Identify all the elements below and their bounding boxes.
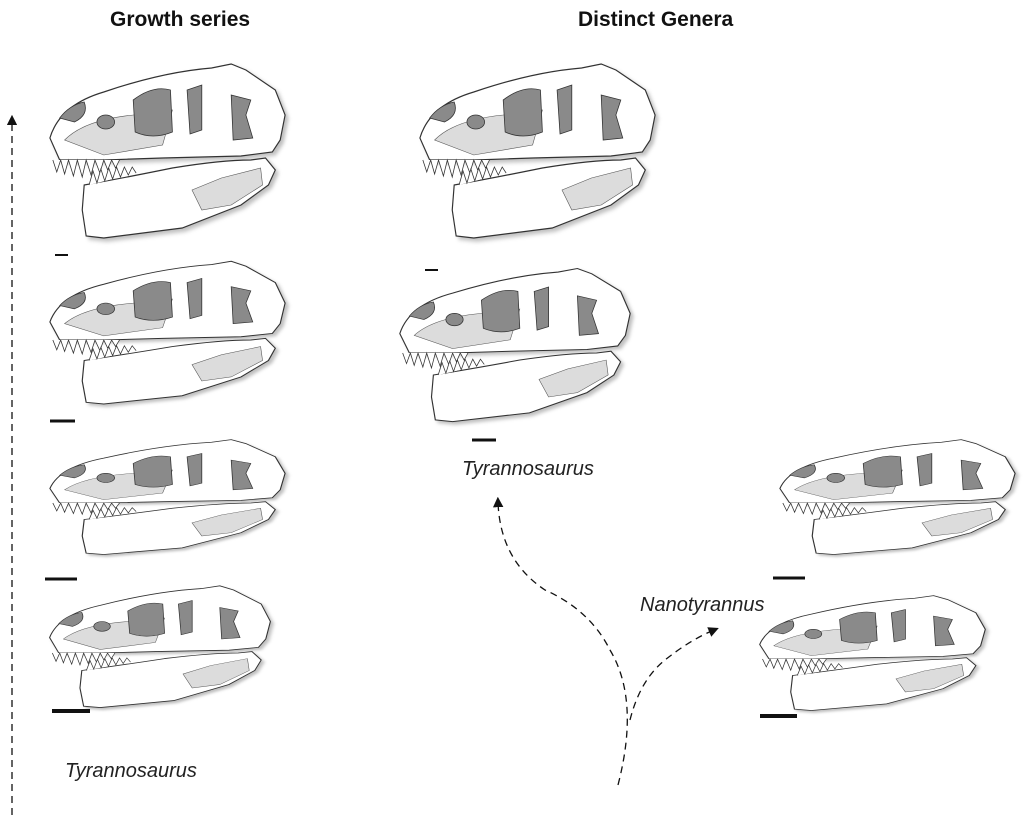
skull-growth-juvenile [50, 440, 285, 555]
skull-tyrannosaurus-adult [420, 64, 655, 238]
growth-genus-label: Tyrannosaurus [65, 760, 197, 782]
lineage-arrow-nanotyrannus [629, 627, 719, 721]
growth-series-title: Growth series [110, 8, 251, 31]
distinct-genus-label-tyrannosaurus: Tyrannosaurus [462, 458, 594, 480]
skull-growth-young-juvenile [50, 586, 271, 708]
skull-growth-subadult [50, 261, 285, 404]
distinct-genera-title: Distinct Genera [578, 8, 734, 31]
skull-growth-adult [50, 64, 285, 238]
lineage-arrow-tyrannosaurus [492, 496, 628, 786]
skull-nanotyrannus-a [780, 440, 1015, 555]
skull-tyrannosaurus-subadult [400, 269, 630, 422]
distinct-genus-label-nanotyrannus: Nanotyrannus [640, 594, 765, 616]
skull-nanotyrannus-b [760, 596, 986, 711]
